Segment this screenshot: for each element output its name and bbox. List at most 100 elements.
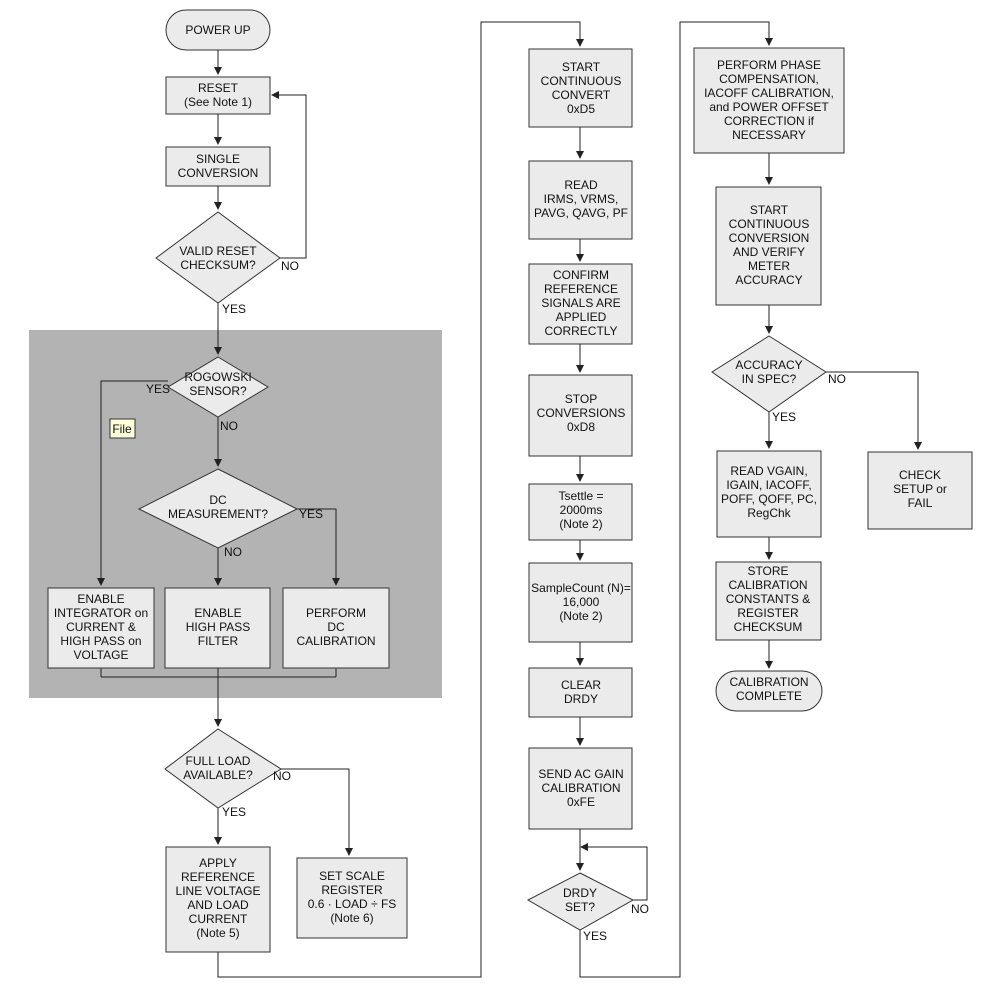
label-line: DC xyxy=(327,620,345,634)
label-line: METER xyxy=(748,259,790,273)
edge-labels: NO YES YES NO YES NO NO YES NO YES NO YE… xyxy=(112,259,846,943)
label-line: SEND AC GAIN xyxy=(538,767,623,781)
accuracy-decision xyxy=(711,335,827,413)
stop-conversions-box xyxy=(528,374,633,457)
rogowski-yes-label: YES xyxy=(146,382,170,396)
label-line: CURRENT & xyxy=(66,620,136,634)
label-line: ENABLE xyxy=(77,592,124,606)
tsettle-label: Tsettle =2000ms(Note 2) xyxy=(558,489,603,531)
label-line: SET SCALE xyxy=(319,869,385,883)
read-irms-box xyxy=(528,160,633,240)
label-line: ROGOWSKI xyxy=(184,370,251,384)
dc-measurement-yes-label: YES xyxy=(299,507,323,521)
label-line: READ VGAIN, xyxy=(730,464,807,478)
label-line: APPLY xyxy=(199,856,237,870)
label-line: CALIBRATION xyxy=(729,675,808,689)
enable-hpf-box xyxy=(164,587,271,669)
label-line: ACCURACY xyxy=(735,358,802,372)
label-line: IRMS, VRMS, xyxy=(544,192,619,206)
label-line: REFERENCE xyxy=(544,282,618,296)
accuracy-no-label: NO xyxy=(828,372,846,386)
accuracy-yes-label: YES xyxy=(772,410,796,424)
label-line: SINGLE xyxy=(196,152,240,166)
label-line: 16,000 xyxy=(563,595,600,609)
label-line: IGAIN, IACOFF, xyxy=(726,478,811,492)
label-line: CORRECTION if xyxy=(724,114,815,128)
reset-box xyxy=(165,76,271,115)
label-line: FAIL xyxy=(908,496,933,510)
dc-measurement-no-label: NO xyxy=(224,545,242,559)
file-note-label: File xyxy=(112,422,132,436)
label-line: AND LOAD xyxy=(187,898,249,912)
label-line: PAVG, QAVG, PF xyxy=(534,206,628,220)
file-note-box xyxy=(109,418,136,439)
dc-measurement-decision xyxy=(137,468,299,549)
label-line: STOP xyxy=(565,392,597,406)
samplecount-box xyxy=(528,562,633,643)
label-line: SampleCount (N)= xyxy=(531,581,631,595)
check-setup-box xyxy=(867,451,973,530)
label-line: DC xyxy=(209,493,227,507)
label-line: COMPENSATION, xyxy=(719,72,819,86)
label-line: (See Note 1) xyxy=(184,95,252,109)
label-line: CURRENT xyxy=(189,912,248,926)
label-line: CALIBRATION xyxy=(728,578,807,592)
full-load-decision xyxy=(164,728,282,809)
label-line: DRDY xyxy=(563,886,597,900)
label-line: VALID RESET xyxy=(179,244,257,258)
label-line: FULL LOAD xyxy=(186,754,251,768)
single-conversion-box xyxy=(165,146,271,187)
label-line: CHECKSUM xyxy=(734,620,803,634)
label-line: CHECKSUM? xyxy=(180,258,256,272)
label-line: CONTINUOUS xyxy=(541,74,622,88)
label-line: SENSOR? xyxy=(189,384,247,398)
label-line: 2000ms xyxy=(560,503,603,517)
reset-label: RESET(See Note 1) xyxy=(184,81,252,109)
label-line: Tsettle = xyxy=(558,489,603,503)
label-line: CALIBRATION xyxy=(296,634,375,648)
label-line: POWER UP xyxy=(185,23,250,37)
rogowski-decision xyxy=(167,356,269,418)
label-line: MEASUREMENT? xyxy=(168,507,268,521)
label-line: VOLTAGE xyxy=(74,648,129,662)
label-line: RegChk xyxy=(747,506,791,520)
label-line: CONTINUOUS xyxy=(729,217,810,231)
label-line: APPLIED xyxy=(556,310,607,324)
drdy-set-decision xyxy=(526,872,635,931)
valid-reset-decision xyxy=(155,211,281,304)
perform-phase-box xyxy=(693,47,845,154)
label-line: CONVERSIONS xyxy=(537,406,626,420)
label-line: SIGNALS ARE xyxy=(541,296,620,310)
samplecount-label: SampleCount (N)=16,000(Note 2) xyxy=(531,581,631,623)
label-line: CHECK xyxy=(899,468,941,482)
label-line: CONVERSION xyxy=(178,166,259,180)
enable-integrator-box xyxy=(47,587,155,669)
label-line: CONSTANTS & xyxy=(726,592,810,606)
label-line: ACCURACY xyxy=(735,273,802,287)
label-line: CORRECTLY xyxy=(544,324,617,338)
confirm-reference-box xyxy=(528,263,633,345)
full-load-no-label: NO xyxy=(273,769,291,783)
label-line: CONVERSION xyxy=(729,231,810,245)
valid-reset-no-label: NO xyxy=(281,259,299,273)
label-line: DRDY xyxy=(564,692,598,706)
label-line: LINE VOLTAGE xyxy=(176,884,261,898)
power-up-label: POWER UP xyxy=(185,23,250,37)
